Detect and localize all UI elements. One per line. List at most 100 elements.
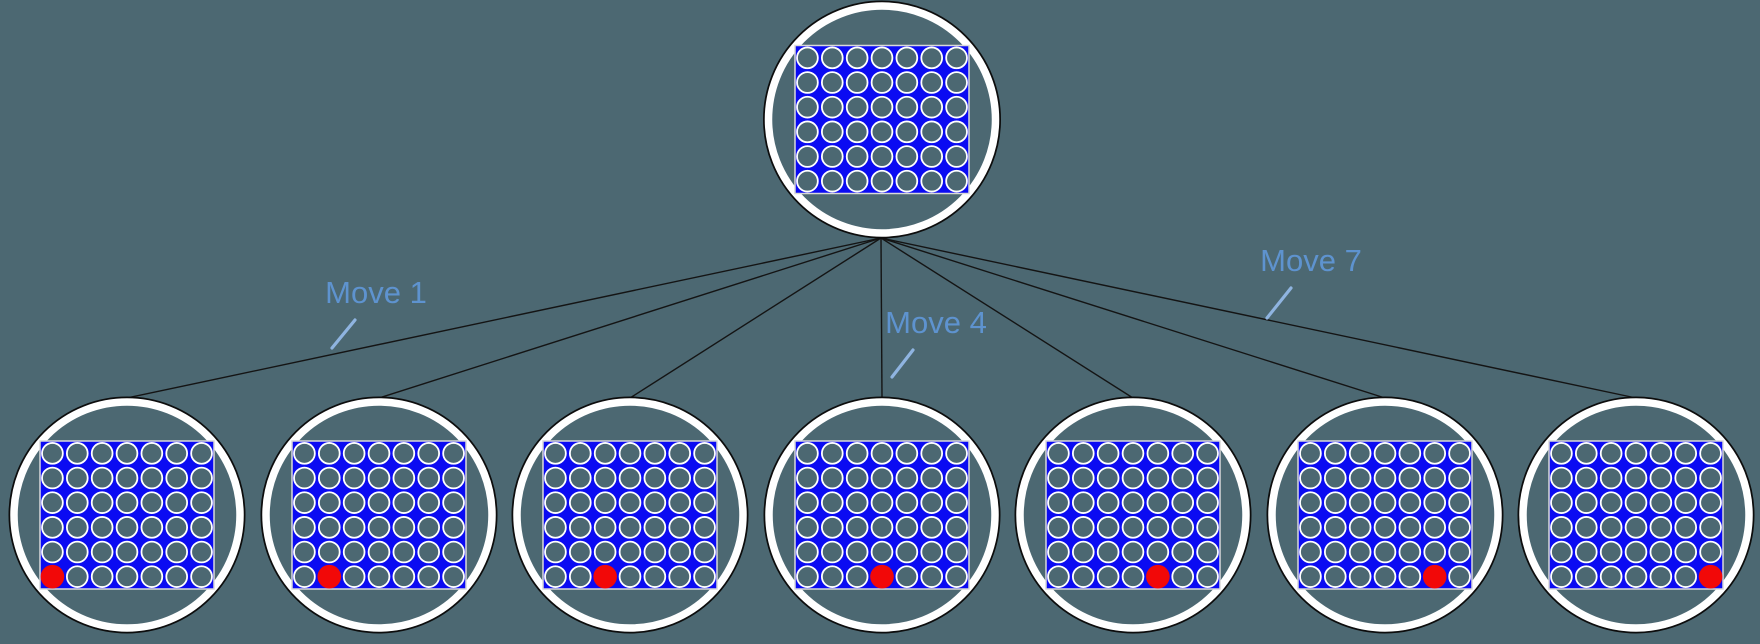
board-hole (796, 540, 819, 564)
board-hole (870, 46, 894, 70)
board-hole (845, 540, 869, 564)
board-hole (796, 120, 819, 144)
board-hole (190, 442, 213, 465)
board-hole (1373, 466, 1397, 490)
board-hole (1423, 466, 1447, 490)
board-hole (945, 169, 968, 193)
board-hole (920, 466, 944, 490)
board-hole (342, 466, 366, 490)
board-hole (1649, 491, 1673, 514)
board-hole (1624, 491, 1648, 514)
board-hole (1423, 540, 1447, 564)
board-hole (367, 466, 391, 490)
board-hole (1599, 442, 1623, 465)
board-hole (1323, 516, 1347, 539)
board-hole (1398, 442, 1422, 465)
board-hole (1071, 540, 1095, 564)
board-hole (895, 516, 919, 539)
board-hole (1674, 491, 1698, 514)
board-hole (820, 71, 844, 94)
board-hole (1373, 491, 1397, 514)
board-hole (568, 565, 592, 588)
board-hole (1299, 540, 1322, 564)
board-hole (693, 516, 716, 539)
board-hole (367, 516, 391, 539)
board-hole (1171, 442, 1195, 465)
board-hole (367, 442, 391, 465)
board-hole (1071, 442, 1095, 465)
node-ring (262, 398, 496, 632)
board-hole (796, 71, 819, 94)
board-hole (317, 516, 341, 539)
board-hole (945, 95, 968, 119)
board-hole (870, 491, 894, 514)
board-hole (417, 540, 441, 564)
node-ring (765, 398, 999, 632)
board-hole (618, 540, 642, 564)
board-hole (820, 516, 844, 539)
board-hole (945, 565, 968, 588)
board-hole (1574, 491, 1598, 514)
board-hole (1649, 466, 1673, 490)
board-hole (41, 540, 64, 564)
board-hole (1171, 466, 1195, 490)
board-hole (1196, 442, 1219, 465)
board-hole (1574, 565, 1598, 588)
board-hole (342, 516, 366, 539)
board-hole (920, 169, 944, 193)
board-hole (317, 442, 341, 465)
board-hole (895, 95, 919, 119)
board-hole (442, 491, 465, 514)
board-hole (1574, 516, 1598, 539)
board-hole (1047, 516, 1070, 539)
board-hole (293, 565, 316, 588)
board-hole (41, 516, 64, 539)
red-disc-column-4 (870, 564, 894, 589)
board-hole (1373, 565, 1397, 588)
board-hole (796, 466, 819, 490)
board-hole (442, 516, 465, 539)
board-hole (568, 516, 592, 539)
board-hole (190, 466, 213, 490)
board-hole (140, 565, 164, 588)
board-hole (820, 120, 844, 144)
connect-four-board (1045, 440, 1221, 590)
board-hole (593, 466, 617, 490)
edge-label-move-1: Move 1 (325, 275, 427, 310)
board-hole (1674, 540, 1698, 564)
board-hole (1550, 540, 1573, 564)
board-hole (870, 95, 894, 119)
board-hole (1323, 466, 1347, 490)
board-hole (140, 466, 164, 490)
board-hole (1599, 540, 1623, 564)
board-hole (643, 442, 667, 465)
board-hole (1146, 442, 1170, 465)
board-hole (317, 466, 341, 490)
board-hole (1398, 491, 1422, 514)
board-hole (796, 516, 819, 539)
board-hole (618, 516, 642, 539)
board-hole (442, 565, 465, 588)
board-hole (668, 491, 692, 514)
board-hole (1323, 565, 1347, 588)
board-hole (115, 466, 139, 490)
board-hole (190, 516, 213, 539)
board-hole (1423, 516, 1447, 539)
board-hole (293, 491, 316, 514)
board-hole (442, 442, 465, 465)
board-hole (1299, 516, 1322, 539)
board-hole (643, 540, 667, 564)
board-hole (165, 466, 189, 490)
board-hole (392, 466, 416, 490)
board-hole (544, 442, 567, 465)
red-disc-column-3 (593, 564, 617, 589)
board-hole (1348, 466, 1372, 490)
board-hole (870, 71, 894, 94)
board-hole (945, 46, 968, 70)
connect-four-board (1297, 440, 1473, 590)
node-ring (1519, 398, 1753, 632)
board-hole (342, 442, 366, 465)
board-hole (442, 540, 465, 564)
board-hole (65, 466, 89, 490)
board-hole (1171, 540, 1195, 564)
